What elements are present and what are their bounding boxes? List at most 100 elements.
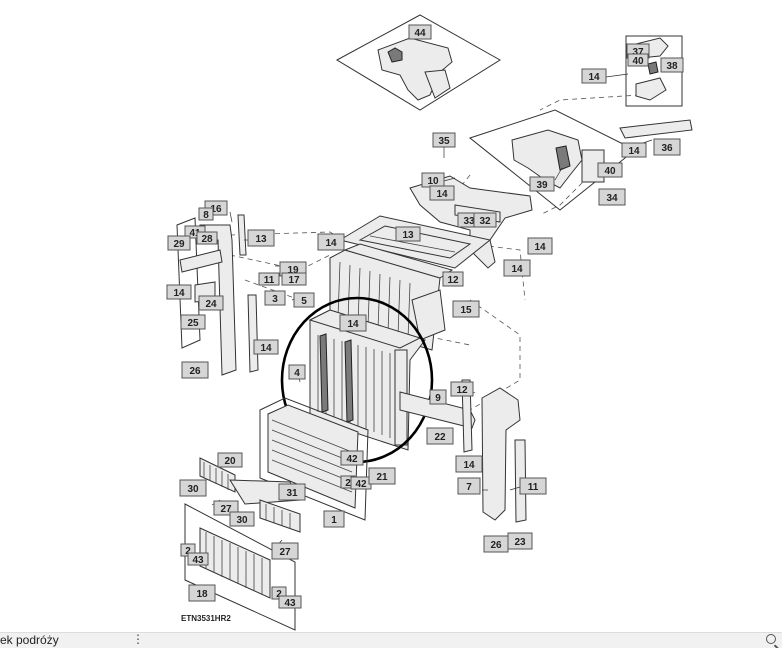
drawing-code: ETN3531HR2 <box>181 614 231 623</box>
side-seal <box>237 214 247 256</box>
svg-text:29: 29 <box>173 239 185 250</box>
svg-text:12: 12 <box>447 275 459 286</box>
svg-text:27: 27 <box>279 547 291 558</box>
callout-32: 32 <box>473 212 497 228</box>
callout-34: 34 <box>598 188 626 206</box>
callout-44: 44 <box>408 24 432 40</box>
callout-21: 21 <box>368 467 396 485</box>
callout-43: 43 <box>187 552 209 566</box>
cross-bracket <box>399 391 476 429</box>
callout-20: 20 <box>217 452 243 468</box>
callout-26: 26 <box>181 361 209 379</box>
svg-text:42: 42 <box>355 479 367 490</box>
callout-22: 22 <box>426 427 454 445</box>
svg-text:23: 23 <box>514 537 526 548</box>
svg-text:14: 14 <box>534 242 546 253</box>
callout-14: 14 <box>581 68 607 84</box>
svg-text:3: 3 <box>272 294 278 305</box>
svg-text:2: 2 <box>345 478 351 489</box>
callout-9: 9 <box>429 389 447 405</box>
callout-29: 29 <box>167 235 191 251</box>
bottom-bar: ek podróży ⋮ <box>0 632 782 648</box>
more-options-icon[interactable]: ⋮ <box>132 632 144 646</box>
callout-24: 24 <box>198 295 224 311</box>
svg-text:36: 36 <box>661 143 673 154</box>
assembly-line <box>229 254 331 271</box>
callout-36: 36 <box>653 138 681 156</box>
callout-15: 15 <box>452 300 480 318</box>
condenser <box>259 397 369 521</box>
callout-14: 14 <box>339 314 367 332</box>
assembly-line <box>229 231 341 239</box>
svg-text:14: 14 <box>463 460 475 471</box>
assembly-line <box>244 279 301 301</box>
svg-text:26: 26 <box>189 366 201 377</box>
svg-text:40: 40 <box>604 166 616 177</box>
callout-43: 43 <box>278 595 302 609</box>
svg-text:8: 8 <box>203 210 209 221</box>
expansion-tank-frame <box>335 14 501 111</box>
assembly-line <box>539 94 641 111</box>
svg-text:14: 14 <box>588 72 600 83</box>
svg-text:43: 43 <box>192 555 204 566</box>
parts-diagram-svg: 44 37 40 38 14 35 14 36 40 10 14 39 34 3… <box>166 14 693 631</box>
svg-text:14: 14 <box>628 146 640 157</box>
callout-14: 14 <box>455 455 483 473</box>
callout-1: 1 <box>323 510 345 528</box>
callout-30: 30 <box>179 479 207 497</box>
svg-text:39: 39 <box>536 180 548 191</box>
svg-text:27: 27 <box>220 504 232 515</box>
callout-14: 14 <box>503 259 531 277</box>
svg-text:31: 31 <box>286 488 298 499</box>
callout-40: 40 <box>597 162 623 178</box>
callout-14: 14 <box>621 142 647 158</box>
callout-42: 42 <box>350 476 372 490</box>
svg-text:14: 14 <box>436 189 448 200</box>
fuel-cooler-upper <box>199 457 236 493</box>
oil-cooler-frame <box>184 503 296 631</box>
svg-text:14: 14 <box>260 343 272 354</box>
callout-3: 3 <box>264 290 286 306</box>
svg-text:21: 21 <box>376 472 388 483</box>
svg-text:42: 42 <box>346 454 358 465</box>
seal-strip <box>461 379 473 453</box>
svg-text:1: 1 <box>331 515 337 526</box>
fuel-cooler-lower <box>259 499 301 533</box>
svg-text:43: 43 <box>284 598 296 609</box>
svg-text:4: 4 <box>294 368 300 379</box>
svg-text:7: 7 <box>466 482 472 493</box>
callout-14: 14 <box>317 233 345 251</box>
callout-40: 40 <box>627 53 649 67</box>
svg-text:44: 44 <box>414 28 426 39</box>
svg-text:13: 13 <box>255 234 267 245</box>
callout-labels: 44 37 40 38 14 35 14 36 40 10 14 39 34 3… <box>166 24 684 609</box>
callout-35: 35 <box>432 132 456 148</box>
svg-text:19: 19 <box>287 265 299 276</box>
svg-text:22: 22 <box>434 432 446 443</box>
side-seal <box>247 294 259 373</box>
callout-14: 14 <box>429 185 455 201</box>
svg-text:30: 30 <box>236 515 248 526</box>
assembly-line <box>539 169 596 216</box>
svg-text:20: 20 <box>224 456 236 467</box>
callout-14: 14 <box>253 339 279 355</box>
callout-31: 31 <box>278 483 306 501</box>
svg-text:37: 37 <box>632 47 644 58</box>
callout-27: 27 <box>271 542 299 560</box>
exploded-parts-diagram: 44 37 40 38 14 35 14 36 40 10 14 39 34 3… <box>166 14 693 631</box>
callout-8: 8 <box>198 207 214 221</box>
mount-bracket <box>619 119 693 139</box>
callout-13: 13 <box>395 226 421 242</box>
callout-13: 13 <box>247 229 275 247</box>
callout-23: 23 <box>507 532 533 550</box>
svg-text:5: 5 <box>301 296 307 307</box>
svg-text:14: 14 <box>325 238 337 249</box>
svg-text:30: 30 <box>187 484 199 495</box>
svg-text:12: 12 <box>456 385 468 396</box>
svg-text:15: 15 <box>460 305 472 316</box>
svg-text:14: 14 <box>173 288 185 299</box>
svg-text:33: 33 <box>463 216 475 227</box>
callout-4: 4 <box>288 364 306 380</box>
zoom-icon[interactable] <box>766 634 776 644</box>
callout-38: 38 <box>660 57 684 73</box>
